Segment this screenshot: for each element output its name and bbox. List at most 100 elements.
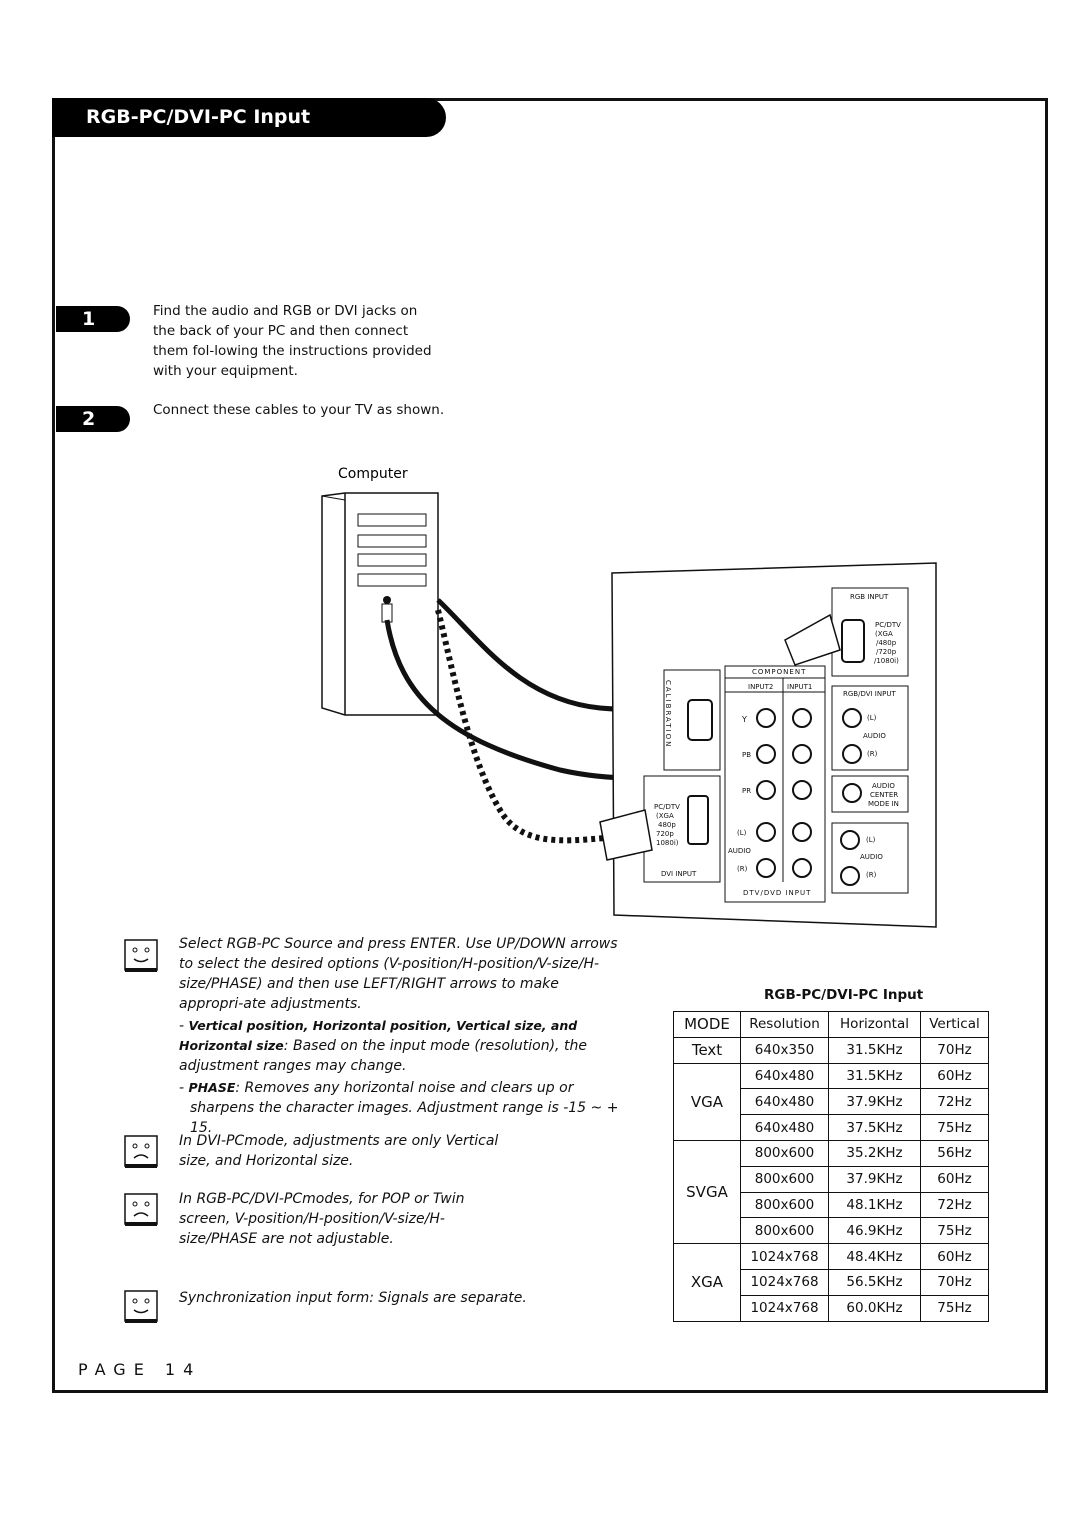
table-cell: 60.0KHz [828,1294,921,1322]
table-cell: 640x480 [740,1114,829,1141]
svg-text:(XGA: (XGA [656,812,674,820]
table-header-cell: MODE [673,1011,741,1038]
table-cell: 1024x768 [740,1294,829,1322]
table-cell: 48.1KHz [828,1191,921,1219]
svg-text:PC/DTV: PC/DTV [875,621,901,629]
table-cell: 800x600 [740,1217,829,1245]
svg-text:RGB/DVI INPUT: RGB/DVI INPUT [843,690,896,698]
svg-text:COMPONENT: COMPONENT [752,668,806,676]
svg-text:(R): (R) [737,865,748,873]
svg-text:(L): (L) [867,714,877,722]
table-cell: 800x600 [740,1191,829,1219]
note-pop-twin: In RGB-PC/DVI-PCmodes, for POP or Twin s… [179,1191,465,1247]
table-cell: 56Hz [920,1139,989,1167]
svg-text:(R): (R) [866,871,877,879]
svg-text:(L): (L) [737,829,747,837]
table-cell: 1024x768 [740,1243,829,1270]
tv-panel: RGB INPUT PC/DTV (XGA /480p /720p /1080i… [599,562,937,928]
table-cell: 75Hz [920,1114,989,1141]
sad-face-icon [124,1193,158,1226]
svg-text:PC/DTV: PC/DTV [654,803,680,811]
computer-label: Computer [338,466,408,482]
mode-cell: SVGA [673,1139,741,1245]
table-cell: 60Hz [920,1243,989,1270]
svg-text:INPUT2: INPUT2 [748,683,773,691]
svg-text:PB: PB [742,751,751,759]
svg-text:720p: 720p [656,830,674,838]
sad-face-icon [124,1135,158,1168]
note-dvi-pc: In DVI-PCmode, adjustments are only Vert… [179,1133,499,1169]
table-cell: 800x600 [740,1139,829,1167]
table-cell: 72Hz [920,1088,989,1116]
svg-text:INPUT1: INPUT1 [787,683,812,691]
svg-text:1080i): 1080i) [656,839,679,847]
step-1-badge: 1 [56,306,130,332]
table-cell: 640x480 [740,1088,829,1116]
table-cell: 46.9KHz [828,1217,921,1245]
table-cell: 31.5KHz [828,1036,921,1064]
table-header-cell: Resolution [740,1011,829,1038]
svg-text:AUDIO: AUDIO [860,853,883,861]
svg-text:MODE IN: MODE IN [868,800,899,808]
svg-text:/1080i): /1080i) [874,657,899,665]
svg-text:AUDIO: AUDIO [872,782,895,790]
svg-text:DTV/DVD INPUT: DTV/DVD INPUT [743,889,811,897]
svg-text:DVI INPUT: DVI INPUT [661,870,697,878]
table-cell: 60Hz [920,1062,989,1090]
table-cell: 56.5KHz [828,1268,921,1296]
page-title: RGB-PC/DVI-PC Input [52,98,446,137]
mode-cell: Text [673,1036,741,1064]
page-number: PAGE 14 [78,1360,202,1379]
table-cell: 60Hz [920,1165,989,1193]
table-cell: 640x350 [740,1036,829,1064]
svg-text:AUDIO: AUDIO [863,732,886,740]
table-cell: 800x600 [740,1165,829,1193]
svg-text:480p: 480p [658,821,676,829]
rgb-input-label: RGB INPUT [850,593,889,601]
svg-text:PR: PR [742,787,751,795]
mode-cell: VGA [673,1062,741,1141]
mode-cell: XGA [673,1243,741,1322]
step-2-text: Connect these cables to your TV as shown… [153,402,445,418]
note-sync: Synchronization input form: Signals are … [179,1290,527,1306]
svg-text:/720p: /720p [876,648,897,656]
step-1-text: Find the audio and RGB or DVI jacks on t… [153,303,432,379]
computer-tower [321,492,439,716]
table-cell: 37.9KHz [828,1165,921,1193]
table-cell: 70Hz [920,1036,989,1064]
table-cell: 37.5KHz [828,1114,921,1141]
table-cell: 75Hz [920,1217,989,1245]
step-2-badge: 2 [56,406,130,432]
happy-face-icon [124,939,158,972]
svg-text:Y: Y [741,715,747,724]
svg-text:(R): (R) [867,750,878,758]
page-frame [52,98,1048,1393]
svg-text:(XGA: (XGA [875,630,893,638]
svg-text:CALIBRATION: CALIBRATION [664,680,672,748]
table-cell: 75Hz [920,1294,989,1322]
table-cell: 70Hz [920,1268,989,1296]
table-cell: 37.9KHz [828,1088,921,1116]
table-cell: 640x480 [740,1062,829,1090]
table-header-cell: Horizontal [828,1011,921,1038]
table-cell: 31.5KHz [828,1062,921,1090]
svg-text:(L): (L) [866,836,876,844]
table-cell: 35.2KHz [828,1139,921,1167]
table-cell: 48.4KHz [828,1243,921,1270]
table-title: RGB-PC/DVI-PC Input [764,987,924,1003]
svg-text:AUDIO: AUDIO [728,847,751,855]
table-cell: 72Hz [920,1191,989,1219]
table-cell: 1024x768 [740,1268,829,1296]
table-header-cell: Vertical [920,1011,989,1038]
svg-text:/480p: /480p [876,639,897,647]
